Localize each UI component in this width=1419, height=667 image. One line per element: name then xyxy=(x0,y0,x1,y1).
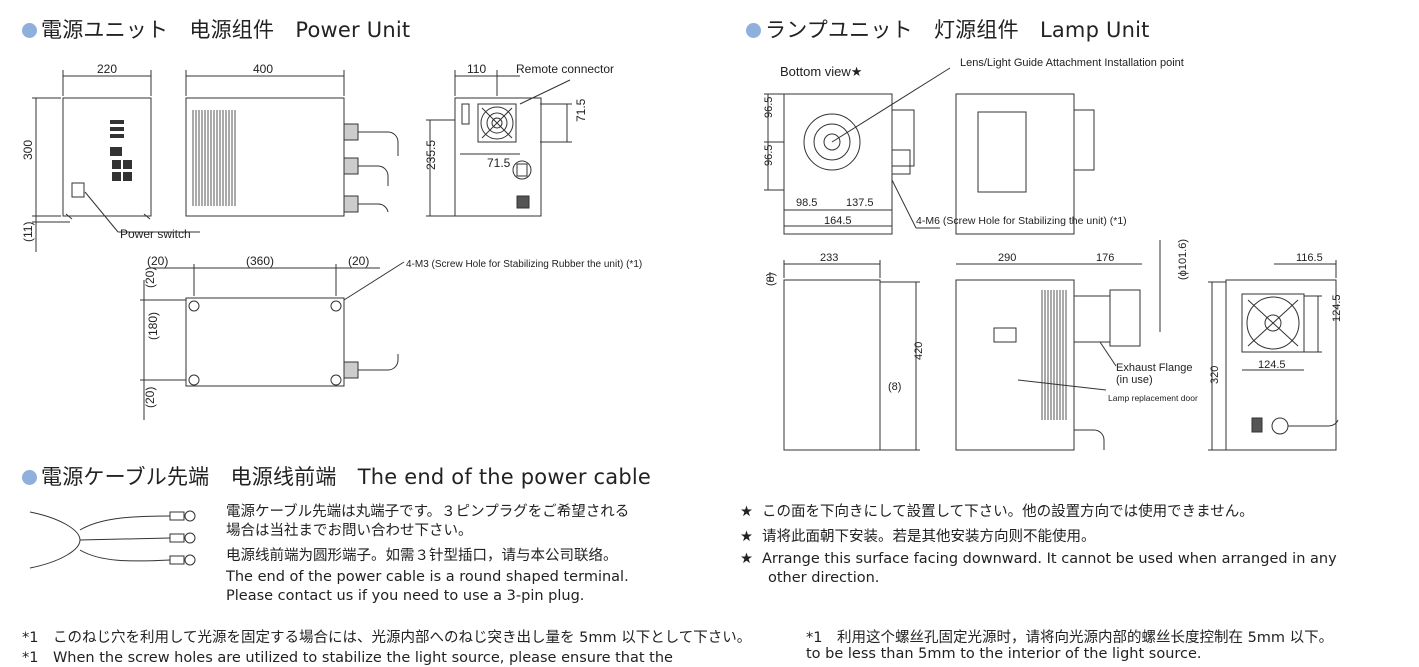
svg-text:116.5: 116.5 xyxy=(1296,252,1323,264)
svg-text:(ϕ101.6): (ϕ101.6) xyxy=(1177,239,1189,280)
svg-text:(180): (180) xyxy=(146,312,160,340)
svg-text:220: 220 xyxy=(97,62,117,76)
remote-connector-label: Remote connector xyxy=(516,62,614,76)
power-side-view xyxy=(185,70,399,217)
note-en-cont: other direction. xyxy=(768,570,880,586)
svg-text:(360): (360) xyxy=(246,254,274,268)
svg-text:124.5: 124.5 xyxy=(1331,294,1343,322)
svg-text:420: 420 xyxy=(913,342,925,360)
lamp-bottom-view xyxy=(764,67,951,235)
svg-text:300: 300 xyxy=(21,140,35,160)
m3-screw-label: 4-M3 (Screw Hole for Stabilizing Rubber … xyxy=(406,259,642,270)
lamp-door-label: Lamp replacement door xyxy=(1108,393,1198,403)
svg-text:71.5: 71.5 xyxy=(574,98,588,122)
power-front-view xyxy=(32,70,200,252)
note-en: ★Arrange this surface facing downward. I… xyxy=(740,551,1337,567)
svg-text:96.5: 96.5 xyxy=(763,145,775,166)
cable-heading: 電源ケーブル先端 电源线前端 The end of the power cabl… xyxy=(22,461,651,491)
note-cn: ★请将此面朝下安装。若是其他安装方向则不能使用。 xyxy=(740,529,1096,545)
svg-text:96.5: 96.5 xyxy=(763,97,775,118)
power-bottom-view xyxy=(140,261,405,420)
svg-text:(20): (20) xyxy=(143,267,157,288)
power-cable-drawing xyxy=(29,510,196,569)
footnote-cn: *1 利用这个螺丝孔固定光源时，请将向光源内部的螺丝长度控制在 5mm 以下。 xyxy=(806,630,1334,646)
bottom-view-label: Bottom view★ xyxy=(780,64,862,79)
svg-text:(8): (8) xyxy=(888,381,901,393)
svg-text:(in use): (in use) xyxy=(1116,374,1153,386)
svg-text:124.5: 124.5 xyxy=(1258,359,1286,371)
m6-screw-label: 4-M6 (Screw Hole for Stabilizing the uni… xyxy=(916,215,1127,227)
footnote-en-right: to be less than 5mm to the interior of t… xyxy=(806,646,1202,662)
svg-text:400: 400 xyxy=(253,62,273,76)
exhaust-flange-label: Exhaust Flange xyxy=(1116,362,1192,374)
note-jp: ★この面を下向きにして設置して下さい。他の設置方向では使用できません。 xyxy=(740,504,1254,520)
svg-text:290: 290 xyxy=(998,252,1016,264)
svg-text:(20): (20) xyxy=(348,254,369,268)
svg-text:235.5: 235.5 xyxy=(424,140,438,170)
lamp-side-view-top xyxy=(955,93,1095,235)
power-rear-view xyxy=(426,70,572,217)
svg-text:(11): (11) xyxy=(21,222,35,242)
svg-text:233: 233 xyxy=(820,252,838,264)
lamp-unit-heading: ランプユニット 灯源组件 Lamp Unit xyxy=(746,14,1150,44)
cable-text-jp-1: 電源ケーブル先端は丸端子です。３ピンプラグをご希望される xyxy=(226,504,630,520)
lamp-rear-view xyxy=(1208,260,1339,451)
svg-text:(8): (8) xyxy=(765,273,777,286)
cable-text-cn: 电源线前端为圆形端子。如需３针型插口，请与本公司联络。 xyxy=(226,548,618,564)
cable-text-jp-2: 場合は当社までお問い合わせ下さい。 xyxy=(226,523,473,539)
lamp-front-view xyxy=(769,260,920,451)
power-unit-drawing: 220 400 110 300 (11) 235.5 71.5 71.5 (20… xyxy=(21,62,642,420)
lamp-unit-drawing: Bottom view★ Lens/Light Guide Attachment… xyxy=(763,57,1343,451)
svg-text:98.5: 98.5 xyxy=(796,197,817,209)
svg-text:(20): (20) xyxy=(143,387,157,408)
svg-text:164.5: 164.5 xyxy=(824,215,852,227)
attachment-point-label: Lens/Light Guide Attachment Installation… xyxy=(960,57,1184,69)
svg-text:(20): (20) xyxy=(147,254,168,268)
cable-text-en-1: The end of the power cable is a round sh… xyxy=(226,569,629,585)
svg-text:71.5: 71.5 xyxy=(487,156,511,170)
power-unit-heading: 電源ユニット 电源组件 Power Unit xyxy=(22,14,410,44)
footnote-en-left: *1 When the screw holes are utilized to … xyxy=(22,650,673,666)
power-switch-label: Power switch xyxy=(120,227,191,241)
svg-text:176: 176 xyxy=(1096,252,1114,264)
footnote-jp: *1 このねじ穴を利用して光源を固定する場合には、光源内部へのねじ突き出し量を … xyxy=(22,630,752,646)
cable-text-en-2: Please contact us if you need to use a 3… xyxy=(226,588,585,604)
lamp-side-view-bottom xyxy=(955,240,1161,451)
svg-text:137.5: 137.5 xyxy=(846,197,874,209)
svg-text:320: 320 xyxy=(1209,366,1221,384)
svg-text:110: 110 xyxy=(467,62,486,76)
